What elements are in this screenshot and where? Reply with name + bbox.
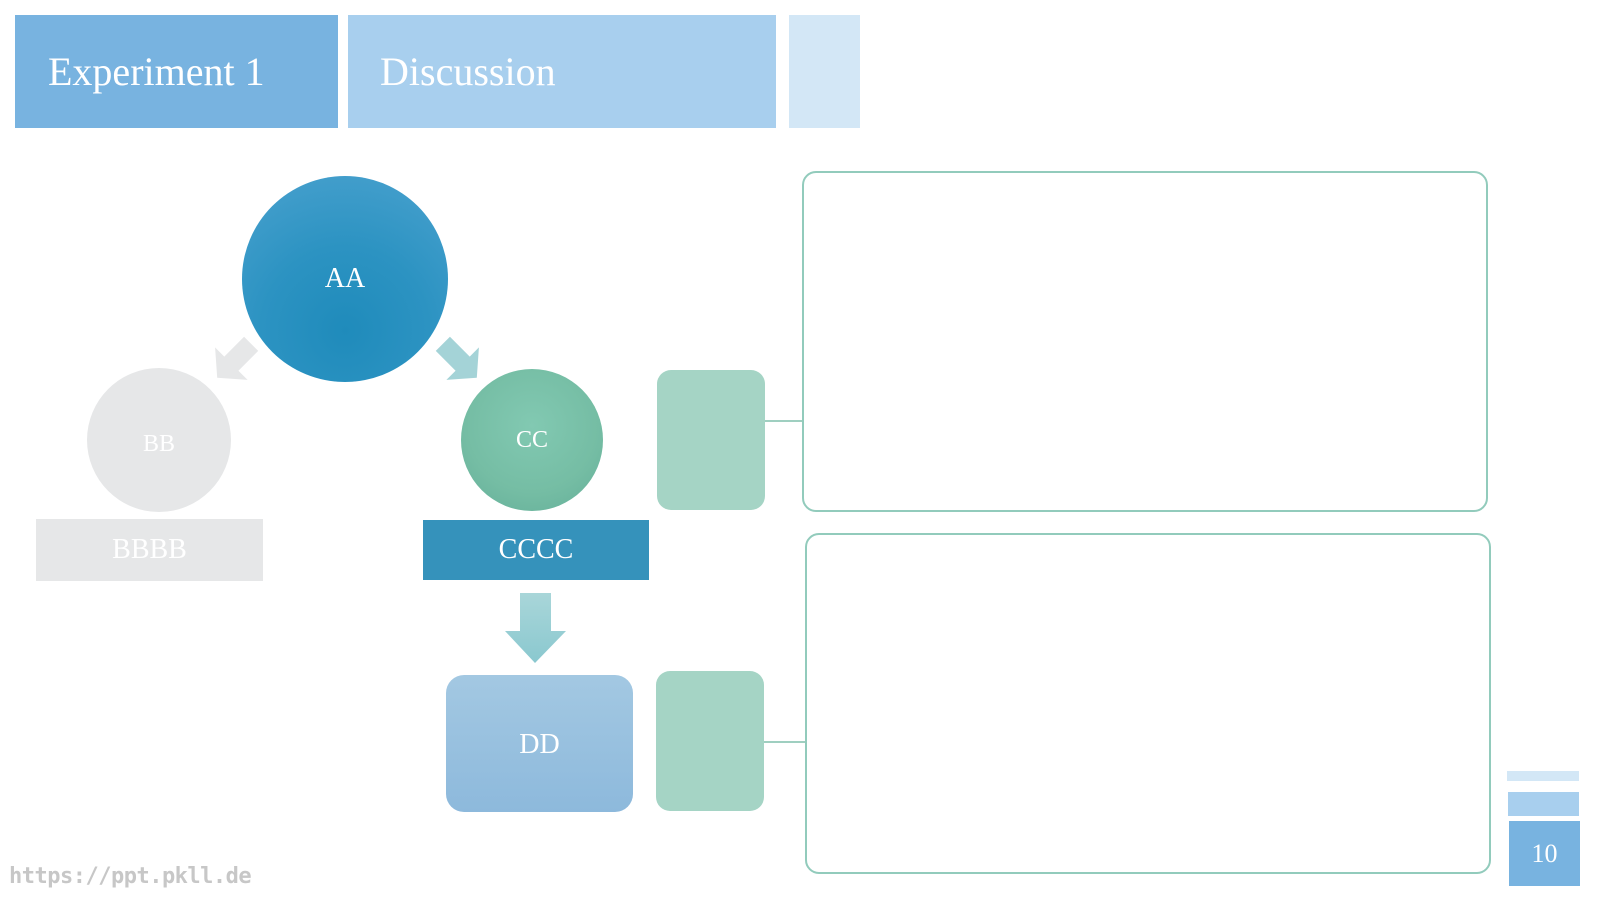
content-box-bottom[interactable] [805,533,1491,874]
watermark-url: https://ppt.pkll.de [9,864,252,889]
caption-bbbb: BBBB [36,519,263,581]
deco-bar-middle [1508,792,1579,816]
tile-bottom [656,671,764,811]
node-aa[interactable]: AA [242,176,448,382]
arrow-to-dd [505,593,566,663]
node-dd[interactable]: DD [446,675,633,812]
node-cc[interactable]: CC [461,369,603,511]
page-number: 10 [1509,821,1580,886]
caption-cccc: CCCC [423,520,649,580]
tab-discussion[interactable]: Discussion [348,15,776,128]
arrow-to-bb [215,336,259,380]
tab-blank [789,15,860,128]
tab-experiment-1[interactable]: Experiment 1 [15,15,338,128]
content-box-top[interactable] [802,171,1488,512]
connector-top [765,420,803,422]
arrow-to-cc [435,336,479,380]
node-bb[interactable]: BB [87,368,231,512]
tile-top [657,370,765,510]
connector-bottom [764,741,806,743]
deco-bar-top [1507,771,1579,781]
